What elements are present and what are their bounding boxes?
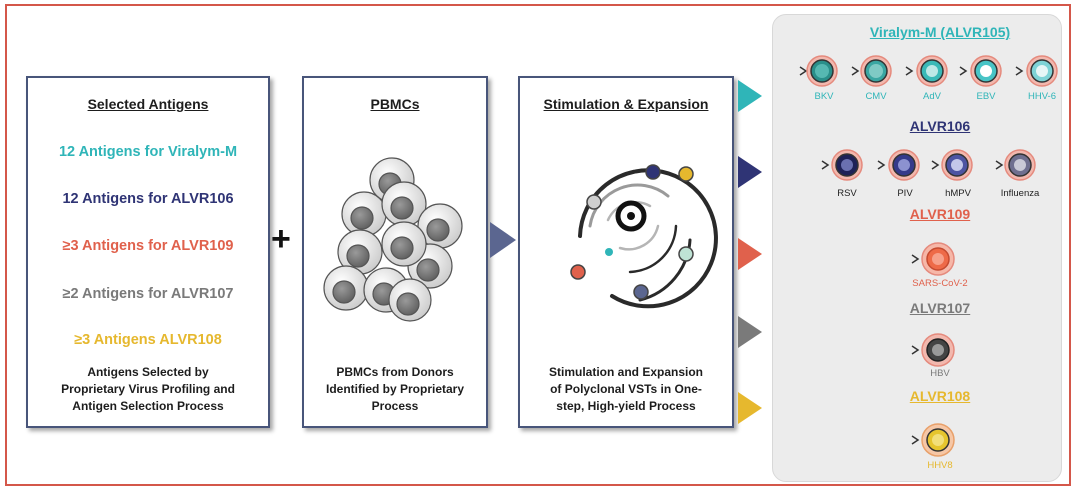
selected-antigens-title: Selected Antigens [87,96,209,112]
virus-label-ebv: EBV [976,91,996,102]
selected-antigens-description: Antigens Selected by Proprietary Virus P… [34,364,262,415]
viralym-cells [799,55,1058,87]
product-alvr106-title: ALVR106 [909,118,971,134]
product-viralym-title: Viralym-M (ALVR105) [869,24,1011,40]
t-cell-bkv-icon [799,55,838,87]
desc-line: Stimulation and Expansion [548,365,703,379]
virus-label-rsv: RSV [837,188,857,199]
output-arrow-alvr107 [738,316,762,348]
virus-label-hhv8: HHV8 [927,460,953,471]
antigen-alvr107: ≥2 Antigens for ALVR107 [62,286,234,302]
antigen-alvr109: ≥3 Antigens for ALVR109 [62,238,234,254]
virus-label-hmpv: hMPV [945,188,971,199]
virus-label-bkv: BKV [814,91,834,102]
t-cell-hmpv-icon [931,149,973,181]
desc-line: Antigen Selection Process [72,399,224,413]
t-cell-ebv-icon [959,55,1002,87]
t-cell-cmv-icon [851,55,892,87]
virus-label-hbv: HBV [930,368,950,379]
alvr106-cells [821,149,1036,181]
pbmcs-description: PBMCs from Donors Identified by Propriet… [310,364,480,415]
output-arrow-alvr108 [738,392,762,424]
antigen-alvr108: ≥3 Antigens ALVR108 [74,332,222,348]
desc-line: Antigens Selected by [87,365,209,379]
stimulation-rings [570,164,718,309]
products-panel [772,14,1062,482]
t-cell-piv-icon [877,149,920,181]
virus-label-cmv: CMV [865,91,887,102]
t-cell-rsv-icon [821,149,863,181]
desc-line: Process [371,399,419,413]
selected-antigens-box: Selected Antigens 12 Antigens for Viraly… [26,76,270,428]
output-arrow-viralym [738,80,762,112]
virus-label-piv: PIV [897,188,913,199]
virus-label-hhv6: HHV-6 [1028,91,1056,102]
desc-line: step, High-yield Process [556,399,696,413]
pbmcs-title: PBMCs [370,96,420,112]
product-alvr107-title: ALVR107 [909,300,971,316]
output-arrow-alvr109 [738,238,762,270]
virus-label-sars-cov-2: SARS-CoV-2 [912,278,968,289]
outer-frame [5,4,1071,486]
t-cell-hhv8-icon [911,423,955,457]
t-cell-hhv6-icon [1015,55,1058,87]
pbmc-cells [323,157,463,322]
desc-line: Identified by Proprietary [325,382,465,396]
t-cell-sars-cov-2-icon [911,242,955,276]
stimulation-description: Stimulation and Expansion of Polyclonal … [526,364,726,415]
desc-line: of Polyclonal VSTs in One- [550,382,702,396]
virus-label-adv: AdV [923,91,941,102]
product-alvr108-title: ALVR108 [909,388,971,404]
plus-sign: + [271,220,291,258]
antigen-alvr106: 12 Antigens for ALVR106 [62,191,234,207]
desc-line: Proprietary Virus Profiling and [61,382,235,396]
desc-line: PBMCs from Donors [336,365,454,379]
t-cell-adv-icon [905,55,948,87]
process-arrow [490,222,516,258]
stimulation-box: Stimulation & Expansion Stimulation and … [518,76,734,428]
t-cell-influenza-icon [995,149,1036,181]
product-alvr109-title: ALVR109 [909,206,971,222]
virus-label-influenza: Influenza [1000,188,1040,199]
stimulation-title: Stimulation & Expansion [543,96,709,112]
antigen-viralym: 12 Antigens for Viralym-M [58,144,238,160]
t-cell-hbv-icon [911,333,955,367]
output-arrow-alvr106 [738,156,762,188]
